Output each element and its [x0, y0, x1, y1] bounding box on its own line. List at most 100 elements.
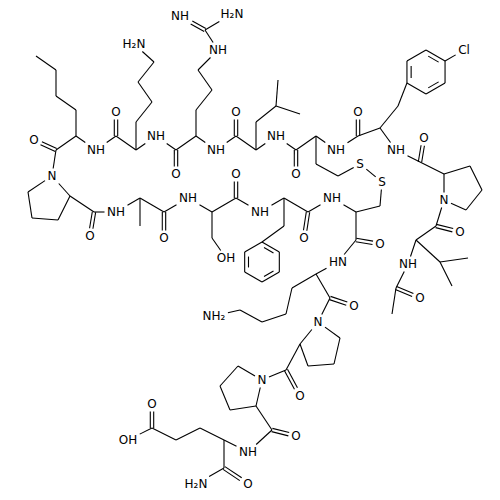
atom-label: NH — [250, 206, 270, 218]
bond-line — [136, 144, 145, 151]
bond-line — [416, 240, 440, 262]
bond-line — [195, 110, 196, 136]
bond-line — [237, 119, 238, 135]
bond-line — [107, 136, 116, 143]
atom-label: NH — [178, 192, 198, 204]
bond-line — [359, 119, 360, 135]
bond-line — [142, 52, 154, 63]
bond-line — [138, 82, 152, 102]
bond-line — [286, 288, 292, 314]
bond-line — [200, 205, 213, 212]
bond-line — [256, 388, 260, 407]
bond-line — [440, 262, 452, 286]
bond-line — [248, 257, 249, 268]
bond-line — [234, 120, 235, 137]
atom-label: NH — [386, 144, 406, 156]
bond-line — [262, 314, 286, 322]
atom-label: NH — [326, 144, 346, 156]
bond-line — [262, 272, 279, 282]
atom-label: O — [146, 398, 157, 410]
bond-line — [128, 198, 141, 205]
bond-line — [140, 428, 152, 434]
bond-line — [407, 50, 426, 61]
atom-label: O — [242, 478, 253, 490]
bond-line — [422, 146, 425, 163]
bond-line — [344, 205, 357, 212]
atom-label: N — [47, 170, 58, 182]
bond-line — [356, 120, 357, 137]
bond-line — [355, 212, 356, 240]
bond-line — [264, 248, 273, 253]
bond-line — [152, 428, 176, 440]
bond-line — [41, 145, 56, 152]
bond-line — [297, 150, 298, 167]
atom-label: NH — [146, 130, 166, 142]
bond-line — [167, 144, 176, 151]
bond-line — [284, 198, 308, 212]
bond-line — [338, 167, 354, 176]
bond-line — [420, 162, 444, 174]
bond-line — [164, 205, 177, 212]
bond-line — [70, 196, 94, 212]
bond-line — [451, 203, 466, 210]
bond-line — [42, 142, 57, 149]
atom-label: S — [377, 176, 387, 188]
bond-line — [344, 240, 356, 255]
atom-label: Cl — [457, 44, 471, 56]
atom-label: O — [290, 430, 301, 442]
bond-line — [307, 212, 310, 231]
bond-line — [380, 128, 391, 143]
bond-line — [287, 369, 297, 388]
bond-line — [322, 298, 330, 315]
bond-line — [205, 30, 213, 43]
bond-line — [53, 150, 56, 169]
bond-line — [276, 106, 300, 114]
bond-line — [225, 467, 242, 478]
bond-line — [308, 205, 321, 212]
bond-line — [272, 432, 289, 436]
bond-line — [445, 61, 446, 83]
bond-line — [212, 238, 221, 251]
bond-line — [303, 212, 306, 231]
bond-line — [93, 212, 96, 229]
atom-label: H₂N — [220, 8, 245, 20]
bond-line — [255, 122, 256, 150]
bond-line — [245, 272, 262, 282]
atom-label: NH — [206, 144, 226, 156]
bond-line — [436, 208, 442, 227]
bond-line — [426, 83, 445, 94]
bond-line — [380, 106, 398, 128]
bond-line — [445, 55, 456, 61]
atom-label: O — [110, 106, 121, 118]
bond-line — [396, 272, 404, 289]
bond-line — [234, 182, 235, 199]
bond-line — [227, 136, 236, 143]
bond-line — [366, 169, 375, 177]
atom-label: O — [454, 226, 465, 238]
atom-label: NH₂ — [202, 310, 227, 322]
bond-line — [209, 468, 224, 477]
atom-label: N — [257, 374, 268, 386]
bond-line — [316, 164, 338, 176]
bond-line — [256, 406, 272, 430]
bond-line — [140, 198, 164, 212]
bond-line — [470, 166, 482, 190]
atom-label: NH — [170, 10, 190, 22]
atom-label: NH — [238, 446, 258, 458]
atom-label: NH — [208, 44, 228, 56]
bond-line — [237, 181, 238, 198]
bond-line — [244, 252, 245, 272]
bond-line — [325, 327, 340, 338]
bond-line — [174, 150, 175, 167]
bond-line — [348, 136, 359, 143]
atom-label: O — [418, 132, 429, 144]
bond-line — [191, 24, 205, 32]
bond-line — [59, 184, 70, 197]
bond-line — [262, 242, 279, 252]
bond-line — [440, 258, 468, 262]
bond-line — [177, 150, 178, 167]
bond-line — [28, 181, 45, 192]
bond-line — [236, 136, 256, 150]
